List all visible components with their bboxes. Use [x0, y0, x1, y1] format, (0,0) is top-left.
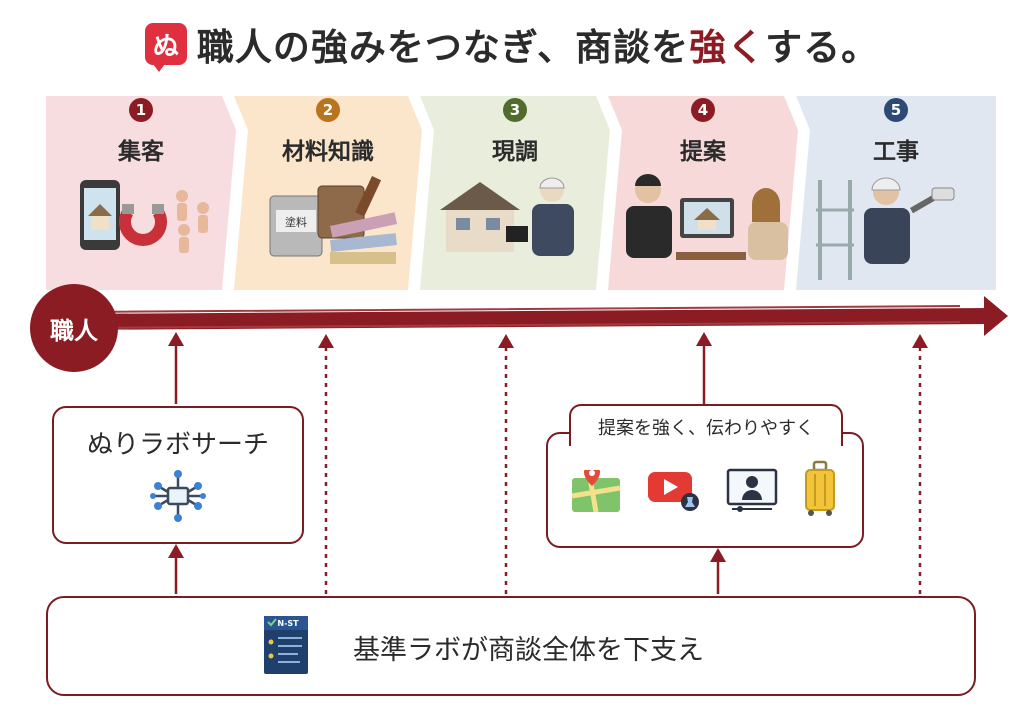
- headline-part1: 職人の強みをつなぎ、商談を: [196, 25, 690, 69]
- step-number: 1: [129, 98, 153, 122]
- headline-accent: 強く: [689, 25, 766, 69]
- map-pin-icon: [571, 470, 621, 513]
- step1-illustration: [80, 180, 209, 253]
- proposal-box-label: 提案を強く、伝わりやすく: [598, 418, 814, 439]
- timeline-bar: [60, 308, 990, 330]
- step-number: 3: [503, 98, 527, 122]
- step-number: 5: [884, 98, 908, 122]
- step-3: 3 現調: [420, 94, 610, 290]
- page-title: ぬ 職人の強みをつなぎ、商談を強くする。: [0, 14, 1024, 74]
- headline: 職人の強みをつなぎ、商談を強くする。: [197, 17, 879, 71]
- search-box-label: ぬりラボサーチ: [86, 430, 269, 460]
- proposal-tab: 提案を強く、伝わりやすく: [569, 404, 843, 446]
- network-icon: [150, 470, 206, 522]
- svg-text:塗料: 塗料: [285, 215, 307, 229]
- headline-part2: する。: [765, 25, 880, 69]
- step-label: 現調: [492, 138, 538, 165]
- step-label: 集客: [118, 138, 164, 165]
- step-4: 4 提案: [608, 94, 798, 290]
- suitcase-icon: [805, 460, 835, 516]
- video-play-icon: [648, 472, 699, 511]
- certificate-badge-text: N-ST: [277, 619, 299, 628]
- step-number: 2: [316, 98, 340, 122]
- foundation-box: 基準ラボが商談全体を下支え: [46, 596, 976, 696]
- step-2: 2 材料知識: [234, 94, 422, 290]
- timeline-arrowhead: [984, 296, 1008, 336]
- step-number: 4: [691, 98, 715, 122]
- step-label: 工事: [873, 138, 919, 165]
- step3-illustration: [440, 177, 574, 256]
- foundation-label: 基準ラボが商談全体を下支え: [353, 635, 704, 666]
- step4-illustration: [626, 174, 788, 260]
- solid-arrows: [168, 332, 726, 594]
- certificate-icon: N-ST: [264, 616, 308, 674]
- craftsman-badge: 職人: [30, 284, 118, 372]
- step2-illustration: 塗料: [269, 175, 398, 264]
- step-label: 材料知識: [282, 138, 374, 165]
- timeline-bar-texture: [79, 305, 961, 329]
- presenter-icon: [726, 468, 778, 512]
- search-box: ぬりラボサーチ: [52, 406, 304, 544]
- step5-illustration: [816, 177, 955, 280]
- logo-text: ぬ: [152, 31, 179, 62]
- step-1: 1 集客: [46, 94, 236, 290]
- step-5: 5 工事: [796, 94, 996, 290]
- step-label: 提案: [680, 138, 726, 165]
- brand-logo: ぬ: [144, 23, 187, 72]
